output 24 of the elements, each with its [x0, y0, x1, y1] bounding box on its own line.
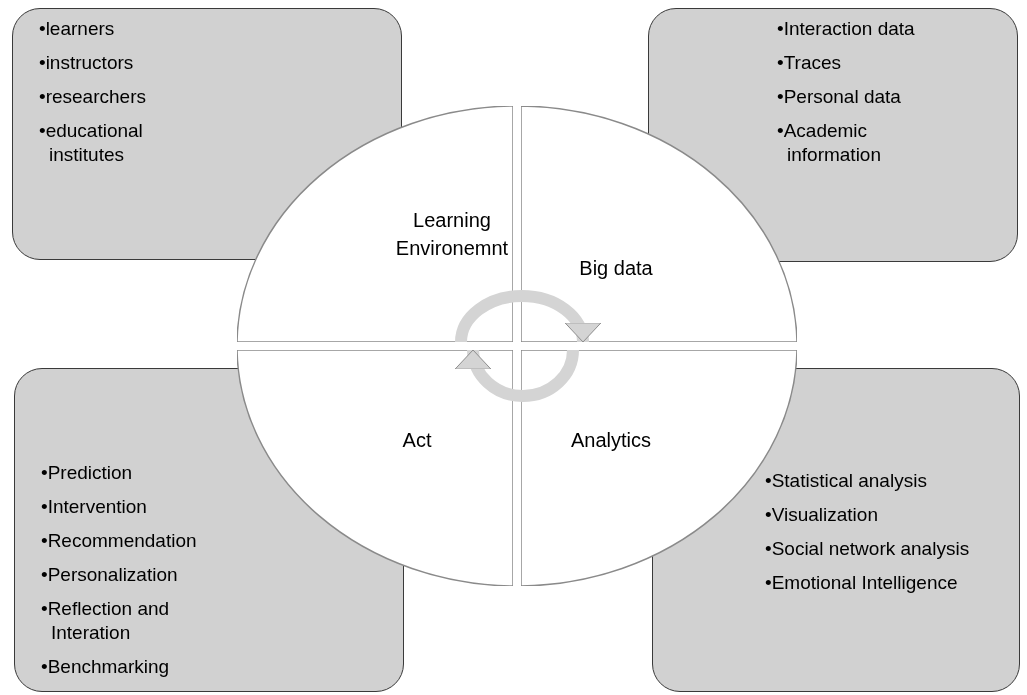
- curved-arrow: [455, 290, 600, 343]
- list-item: •Prediction: [41, 461, 134, 485]
- list-item: •Reflection and Interation: [41, 597, 171, 645]
- list-item: •Interaction data: [777, 17, 916, 41]
- list-item: •Statistical analysis: [765, 469, 928, 493]
- list-item: •learners: [39, 17, 116, 41]
- list-item: •Social network analysis: [765, 537, 971, 561]
- quadrant-label: Learning Environemnt: [394, 208, 510, 261]
- list-item: •Benchmarking: [41, 655, 171, 679]
- list-item: •Emotional Intelligence: [765, 571, 959, 595]
- list-item: •Academic information: [777, 119, 882, 167]
- list-item: •Personal data: [777, 85, 902, 109]
- list-item: •instructors: [39, 51, 135, 75]
- list-item: •Personalization: [41, 563, 179, 587]
- list-item: •Recommendation: [41, 529, 198, 553]
- list-item: •researchers: [39, 85, 147, 109]
- list-item: •educational institutes: [39, 119, 144, 167]
- list-item: •Intervention: [41, 495, 148, 519]
- list-item: •Visualization: [765, 503, 879, 527]
- quadrant-label: Big data: [578, 256, 654, 281]
- curved-arrow: [455, 349, 579, 402]
- quadrant-label: Analytics: [570, 428, 652, 453]
- list-item: •Traces: [777, 51, 842, 75]
- quadrant-label: Act: [401, 428, 433, 453]
